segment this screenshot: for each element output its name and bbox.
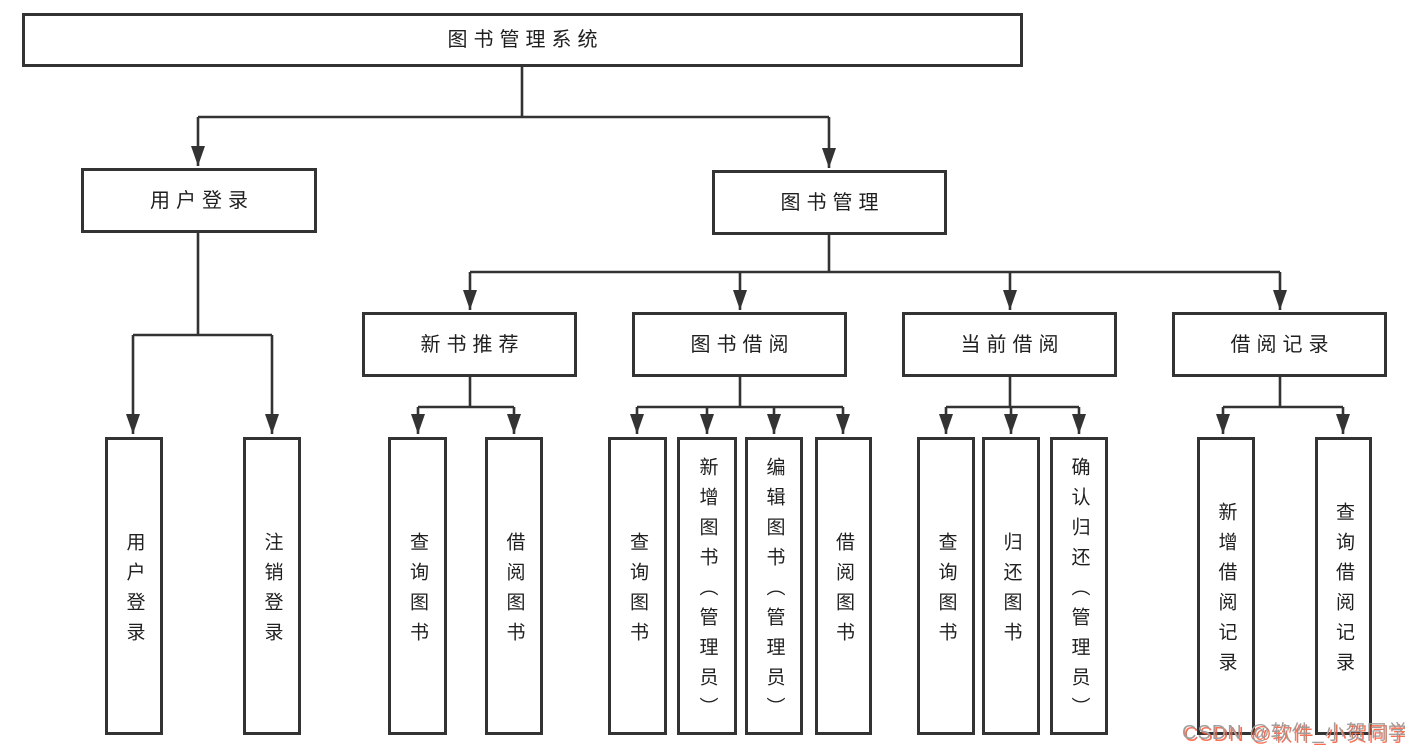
- node-label: 查询图书: [935, 531, 957, 652]
- node-user-login: 用户登录: [81, 168, 317, 233]
- node-leaf-return-books: 归还图书: [982, 437, 1040, 735]
- node-library-management-system: 图书管理系统: [22, 13, 1023, 67]
- node-label: 查询图书: [627, 531, 648, 652]
- node-label: 新增图书（管理员）: [696, 456, 718, 727]
- csdn-watermark: CSDN @软件_小贺同学: [1182, 722, 1405, 744]
- node-book-borrowing: 图书借阅: [632, 312, 847, 377]
- node-leaf-logout: 注销登录: [243, 437, 301, 735]
- node-label: 用户登录: [123, 531, 145, 652]
- node-leaf-borrow-books: 借阅图书: [815, 437, 872, 735]
- node-leaf-query-books-current: 查询图书: [917, 437, 975, 735]
- node-label: 查询借阅记录: [1333, 501, 1354, 682]
- node-label: 确认归还（管理员）: [1068, 456, 1090, 727]
- node-book-management: 图书管理: [712, 170, 947, 235]
- node-label: 当前借阅: [960, 333, 1065, 356]
- node-leaf-query-books-recommend: 查询图书: [388, 437, 447, 735]
- connector-group: [126, 67, 1350, 434]
- node-borrowing-records: 借阅记录: [1172, 312, 1387, 377]
- node-leaf-query-borrow-record: 查询借阅记录: [1315, 437, 1372, 735]
- node-label: 图书借阅: [690, 333, 795, 356]
- node-label: 借阅记录: [1230, 333, 1335, 356]
- node-leaf-edit-books-admin: 编辑图书（管理员）: [745, 437, 803, 735]
- node-label: 借阅图书: [833, 531, 854, 652]
- node-leaf-add-books-admin: 新增图书（管理员）: [677, 437, 737, 735]
- node-label: 编辑图书（管理员）: [763, 456, 785, 727]
- node-label: 新书推荐: [420, 333, 525, 356]
- node-leaf-query-books-borrow: 查询图书: [608, 437, 667, 735]
- node-label: 注销登录: [261, 531, 283, 652]
- node-label: 图书管理: [780, 191, 885, 214]
- node-leaf-borrow-books-recommend: 借阅图书: [485, 437, 543, 735]
- node-label: 借阅图书: [503, 531, 525, 652]
- node-label: 新增借阅记录: [1215, 501, 1237, 682]
- node-new-book-recommend: 新书推荐: [362, 312, 577, 377]
- node-leaf-add-borrow-record: 新增借阅记录: [1197, 437, 1255, 735]
- node-leaf-confirm-return-admin: 确认归还（管理员）: [1050, 437, 1108, 735]
- node-label: 归还图书: [1000, 531, 1022, 652]
- node-label: 用户登录: [150, 189, 254, 212]
- node-label: 查询图书: [407, 531, 428, 652]
- node-current-borrowing: 当前借阅: [902, 312, 1117, 377]
- node-leaf-user-login: 用户登录: [105, 437, 163, 735]
- node-label: 图书管理系统: [447, 29, 604, 51]
